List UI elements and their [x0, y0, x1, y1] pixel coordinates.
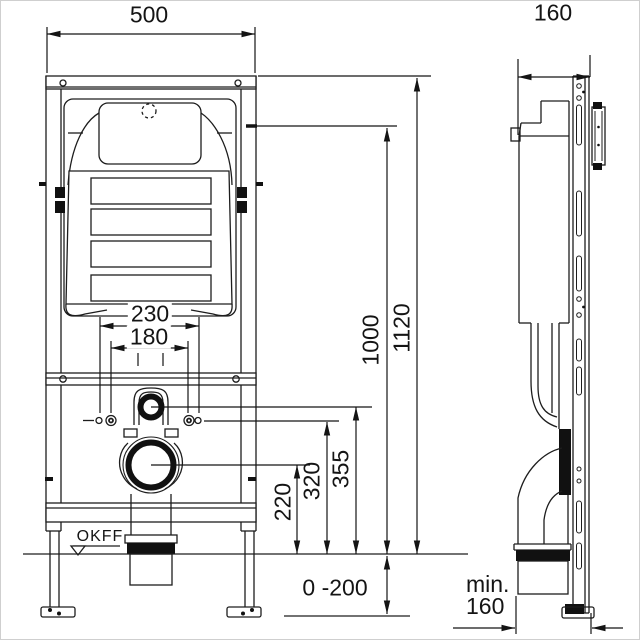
dim-label-355: 355 [327, 449, 354, 489]
side-view [510, 75, 606, 619]
fixing-studs [83, 414, 202, 427]
dim-label-1120: 1120 [388, 303, 415, 353]
dim-label-1000: 1000 [357, 314, 384, 366]
rail-foot [561, 604, 595, 619]
dim-label-220: 220 [269, 482, 296, 522]
frame-rails [39, 76, 263, 532]
floor-level-label: OKFF [76, 528, 124, 545]
dim-label-min: min. [466, 571, 510, 597]
floor-marks [23, 545, 468, 617]
side-view-dimensions [453, 55, 623, 634]
mounting-rail [572, 75, 590, 614]
flush-pipe-side [530, 323, 571, 495]
adjustable-legs [40, 531, 262, 618]
dim-label-320: 320 [298, 461, 325, 501]
dim-label-180: 180 [126, 325, 172, 349]
lower-crossbar [45, 502, 257, 523]
waste-bend-side [513, 447, 572, 595]
wall-bracket [591, 102, 606, 170]
dim-label-160-depth: 160 [533, 0, 573, 26]
cistern-side [510, 100, 570, 324]
dim-label-500: 500 [129, 1, 169, 28]
protection-panel [65, 170, 233, 317]
outlet-socket-front [124, 494, 178, 586]
floor-level-triangle [69, 545, 87, 557]
dim-label-230: 230 [127, 302, 173, 326]
dim-label-min-160: 160 [466, 593, 505, 619]
waste-outlet [118, 428, 184, 494]
top-crossbar [45, 75, 257, 90]
mid-crossbar [45, 372, 257, 386]
push-rod-circle [141, 103, 157, 119]
dim-label-0-200: 0 -200 [302, 574, 368, 601]
front-view-dimensions [46, 27, 431, 614]
